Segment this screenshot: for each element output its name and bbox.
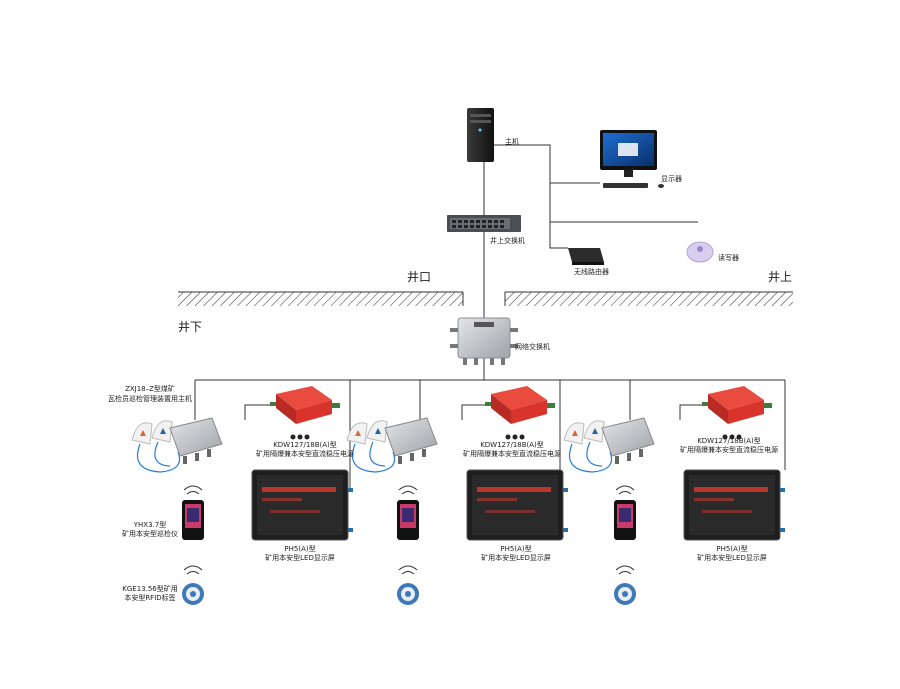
- psu-1-label-line1: KDW127/18B(A)型: [273, 441, 337, 449]
- wireless-router-icon: [568, 248, 604, 265]
- led-screen-icon: [466, 469, 568, 541]
- cable: [586, 441, 603, 467]
- cable: [351, 443, 396, 473]
- host-label: 主机: [505, 138, 519, 146]
- psu-1-label-line2: 矿用隔爆兼本安型直流稳压电源: [256, 450, 354, 458]
- main-host-box-icon: [384, 417, 438, 464]
- rfid-tag-icon: [397, 565, 419, 605]
- host-tower-icon: [467, 108, 494, 162]
- main-host-box-icon: [169, 417, 223, 464]
- psu-3-label-line2: 矿用隔爆兼本安型直流稳压电源: [680, 446, 778, 454]
- equipment-group-2: [346, 386, 568, 605]
- handheld-inspector-icon: [614, 485, 636, 540]
- handheld-inspector-icon: [397, 485, 419, 540]
- inspector-label-line2: 矿用本安型巡检仪: [122, 530, 178, 538]
- power-supply-icon: [270, 386, 340, 424]
- wireless-router-label: 无线路由器: [574, 268, 609, 276]
- led-screen-icon: [683, 469, 785, 541]
- psu-2-label-line1: KDW127/18B(A)型: [480, 441, 544, 449]
- cable: [154, 441, 171, 467]
- inspector-label-line1: YHX3.7型: [133, 521, 167, 529]
- equipment-group-3: [563, 386, 785, 605]
- underground-label: 井下: [178, 320, 203, 334]
- antenna-icon: [346, 420, 388, 445]
- connection-lines: [194, 144, 786, 490]
- main-host-label-line1: ZXJ18–Z型煤矿: [125, 385, 175, 393]
- ellipsis-icon: [505, 434, 525, 440]
- ellipsis-icon: [290, 434, 310, 440]
- psu-2-label-line2: 矿用隔爆兼本安型直流稳压电源: [463, 450, 561, 458]
- main-host-label-line2: 瓦检员巡检管理装置用主机: [108, 395, 192, 403]
- led-2-label-line2: 矿用本安型LED显示屏: [481, 554, 551, 562]
- antenna-icon: [131, 420, 173, 445]
- led-3-label-line1: PH5(A)型: [716, 545, 748, 553]
- rfid-tag-icon: [182, 565, 204, 605]
- power-supply-icon: [702, 386, 772, 424]
- antenna-icon: [563, 420, 605, 445]
- ground-surface: [178, 291, 793, 306]
- surface-switch-icon: [447, 215, 521, 232]
- cable: [568, 443, 613, 473]
- monitor-label: 显示器: [661, 175, 682, 183]
- reader-writer-icon: [686, 241, 714, 263]
- psu-3-label-line1: KDW127/18B(A)型: [697, 437, 761, 445]
- main-host-box-icon: [601, 417, 655, 464]
- handheld-inspector-icon: [182, 485, 204, 540]
- above-ground-label: 井上: [768, 270, 793, 284]
- led-3-label-line2: 矿用本安型LED显示屏: [697, 554, 767, 562]
- led-1-label-line1: PH5(A)型: [284, 545, 316, 553]
- power-supply-icon: [485, 386, 555, 424]
- rfid-tag-icon: [614, 565, 636, 605]
- rfid-label-line1: KGE13.56型矿用: [122, 585, 178, 593]
- led-1-label-line2: 矿用本安型LED显示屏: [265, 554, 335, 562]
- cable: [136, 443, 181, 473]
- rfid-label-line2: 本安型RFID标签: [124, 594, 176, 602]
- reader-writer-label: 读写器: [718, 254, 739, 262]
- equipment-group-1: [131, 386, 353, 605]
- well-mouth-label: 井口: [407, 270, 432, 284]
- led-2-label-line1: PH5(A)型: [500, 545, 532, 553]
- cable: [369, 441, 386, 467]
- led-screen-icon: [251, 469, 353, 541]
- surface-switch-label: 井上交换机: [490, 237, 525, 245]
- ellipsis-icon: [722, 434, 742, 440]
- monitor-icon: [600, 130, 664, 188]
- network-switch-icon: [450, 317, 518, 365]
- network-switch-label: 网络交换机: [515, 343, 550, 351]
